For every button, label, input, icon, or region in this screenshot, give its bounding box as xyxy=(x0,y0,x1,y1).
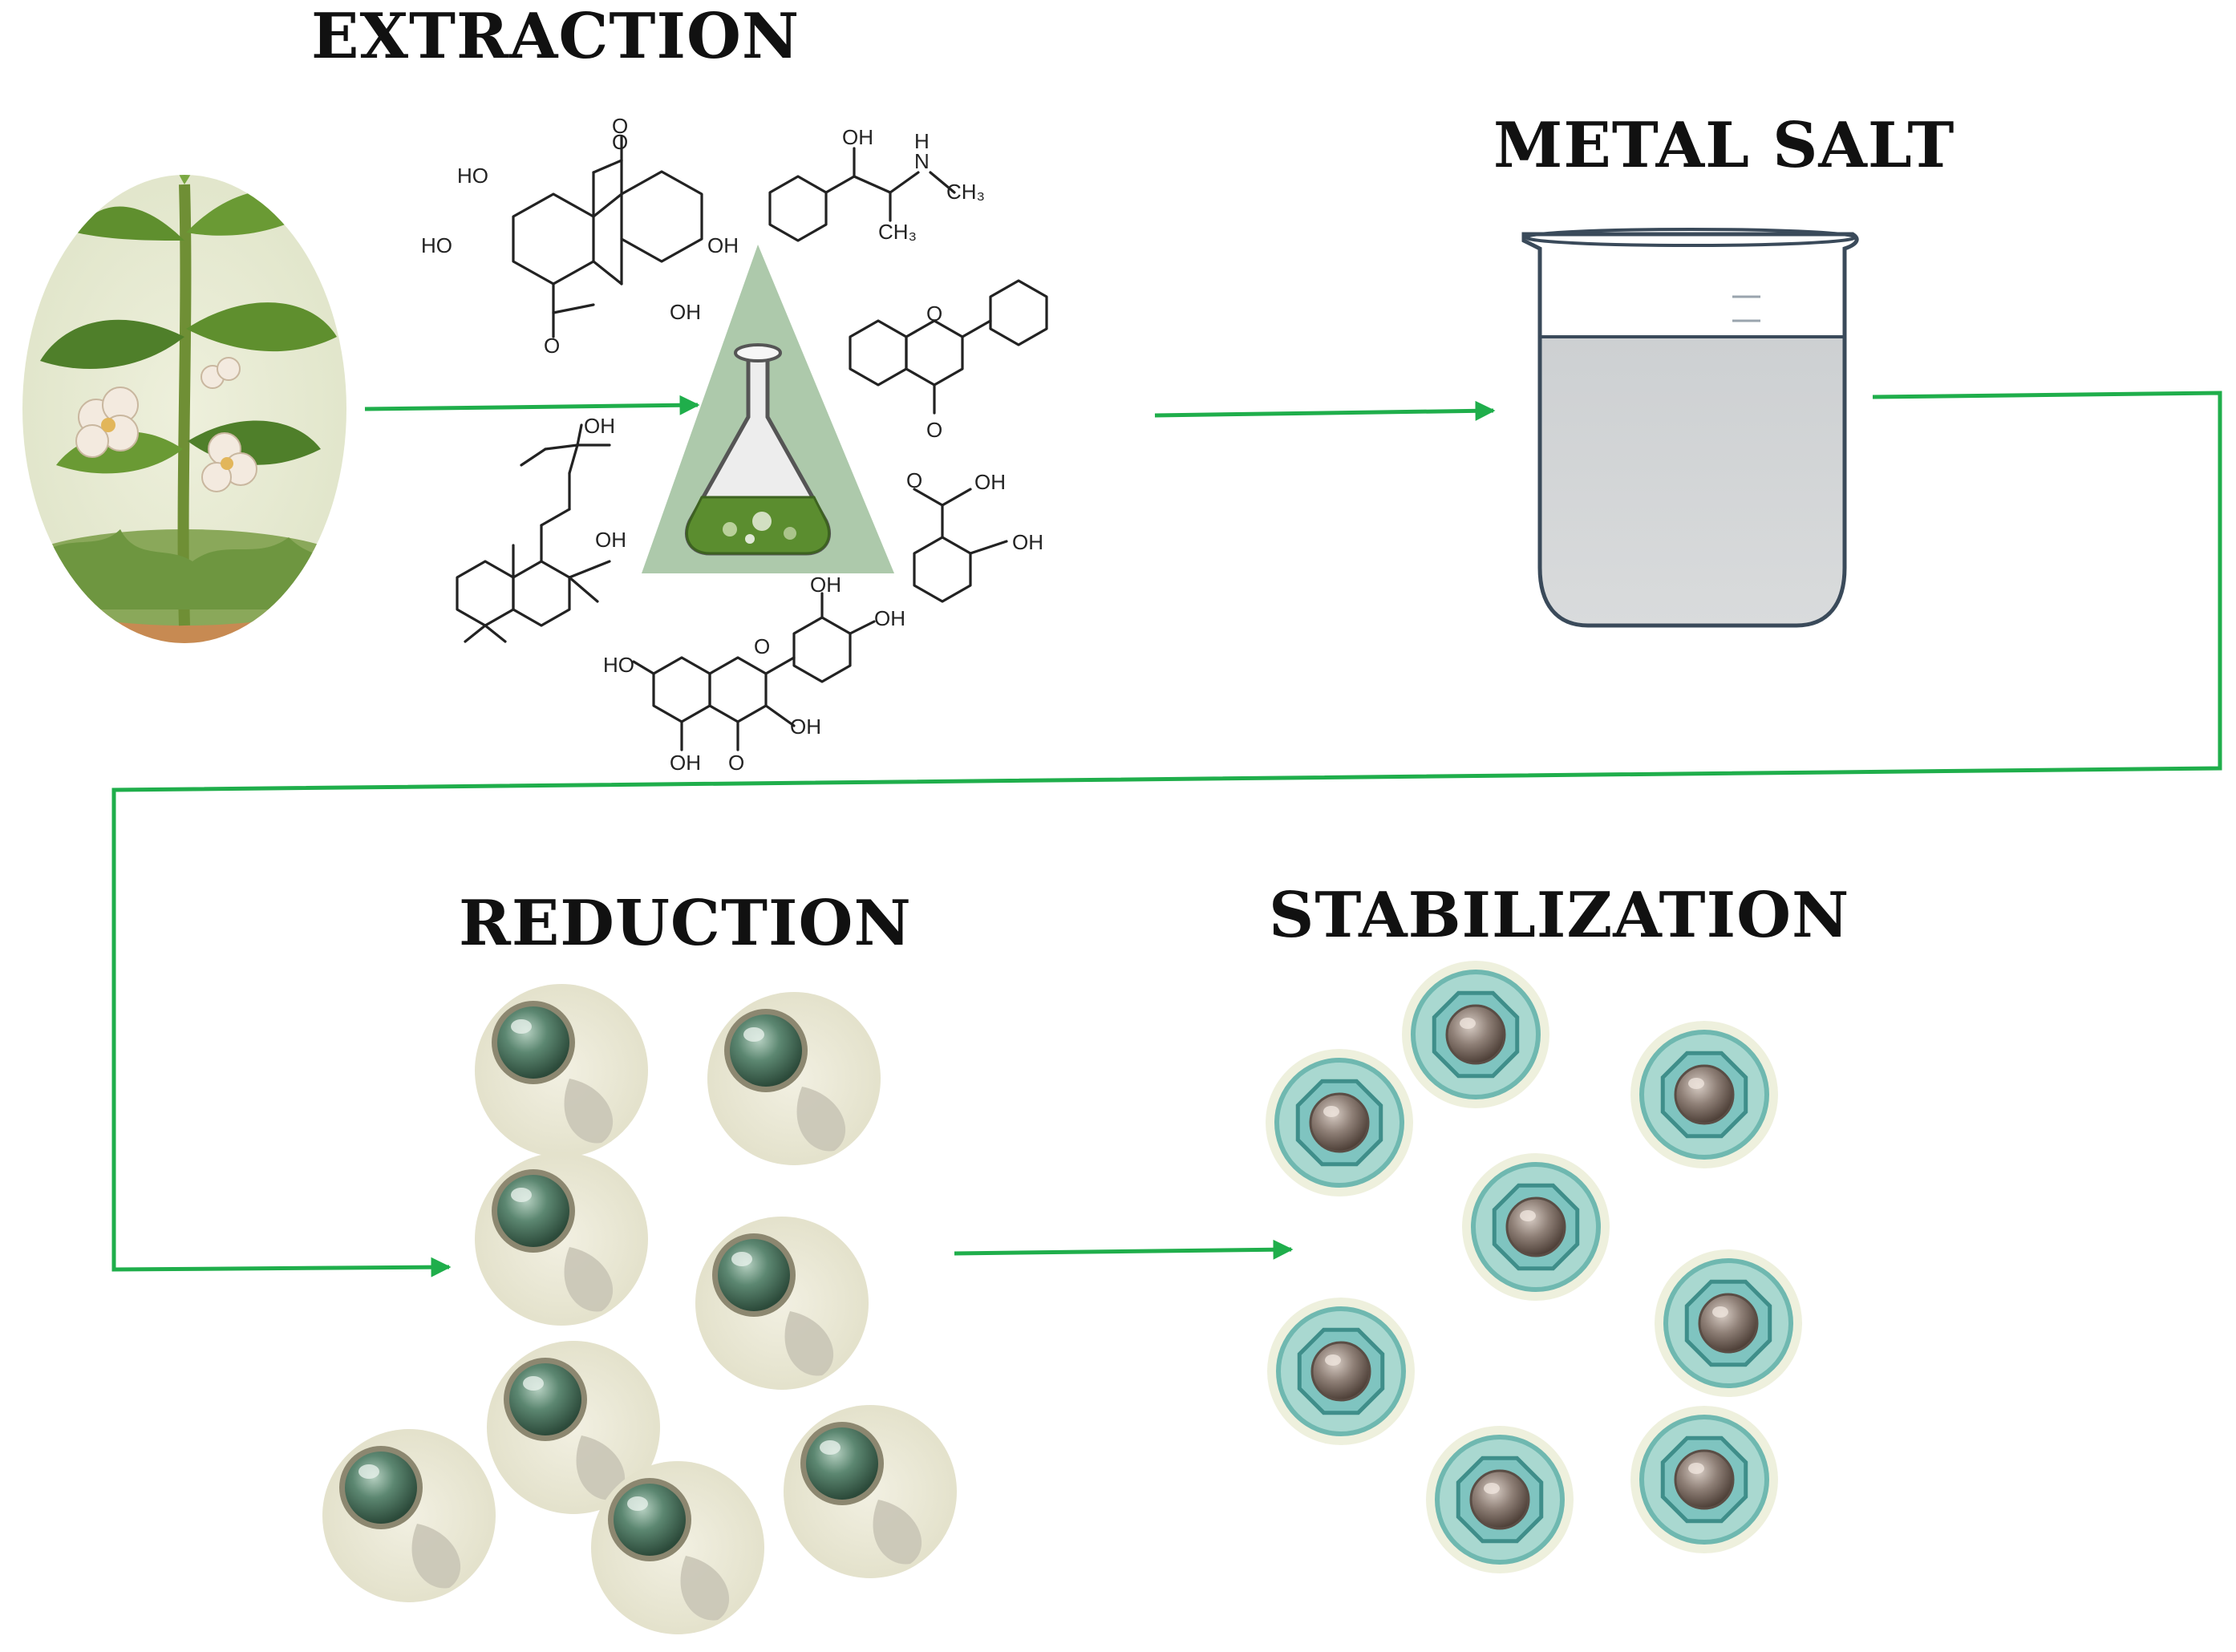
sclareol-oh-2: OH xyxy=(595,528,626,552)
quercetin-structure xyxy=(632,592,876,751)
nanoparticle-icon xyxy=(707,992,881,1165)
nanoparticle-icon xyxy=(475,1152,648,1326)
plant-illustration xyxy=(22,175,346,643)
flavone-o-2: O xyxy=(926,418,942,442)
stabilized-nanoparticle-icon xyxy=(1266,1049,1413,1196)
ephedrine-ch3-1: CH₃ xyxy=(946,180,985,204)
stabilized-nanoparticle-icon xyxy=(1462,1153,1610,1301)
heading-metal-salt: METAL SALT xyxy=(1493,109,1954,182)
beaker-icon xyxy=(1521,228,1859,628)
heading-extraction: EXTRACTION xyxy=(311,0,800,73)
ellagic-oh-1: HO xyxy=(457,164,488,188)
nanoparticle-icon xyxy=(784,1405,957,1578)
quercetin-o-2: O xyxy=(754,634,770,658)
nanoparticle-icon xyxy=(591,1461,764,1634)
heading-stabilization: STABILIZATION xyxy=(1269,879,1849,952)
ellagic-o-1: O xyxy=(612,130,628,154)
quercetin-oh-5: OH xyxy=(670,751,701,775)
ephedrine-ch3-2: CH₃ xyxy=(878,220,917,244)
sclareol-oh-1: OH xyxy=(584,414,615,438)
quercetin-oh-2: OH xyxy=(810,573,841,597)
sclareol-structure xyxy=(456,423,611,643)
arrow-salt-to-reduction xyxy=(111,391,2222,1277)
quercetin-o-1: O xyxy=(728,751,744,775)
quercetin-oh-1: HO xyxy=(603,653,634,677)
nanoparticle-icon xyxy=(695,1217,869,1390)
ephedrine-structure xyxy=(768,147,956,242)
ephedrine-h: H xyxy=(914,129,930,153)
nanoparticle-icon xyxy=(475,984,648,1157)
stabilized-nanoparticle-icon xyxy=(1267,1298,1415,1445)
arrow-reduction-to-stabilization xyxy=(954,1239,1294,1260)
ellagic-o-3: O xyxy=(544,334,560,358)
salicylic-oh-1: OH xyxy=(974,470,1006,494)
salicylic-oh-2: OH xyxy=(1012,530,1043,554)
ephedrine-n: N xyxy=(914,149,930,173)
heading-reduction: REDUCTION xyxy=(459,887,912,960)
salicylic-acid-structure xyxy=(913,488,1008,603)
arrow-extraction-to-salt xyxy=(1154,400,1496,421)
quercetin-oh-4: OH xyxy=(790,715,821,739)
stabilized-particles xyxy=(1266,961,1802,1573)
stabilized-nanoparticle-icon xyxy=(1402,961,1549,1108)
ellagic-oh-2: HO xyxy=(421,233,452,257)
stabilized-nanoparticle-icon xyxy=(1630,1406,1778,1553)
ephedrine-oh: OH xyxy=(842,125,873,149)
stabilized-nanoparticle-icon xyxy=(1426,1426,1574,1573)
flavone-o-1: O xyxy=(926,302,942,326)
nanoparticle-icon xyxy=(487,1341,660,1514)
arrow-plant-to-flask xyxy=(364,395,700,415)
stabilized-nanoparticle-icon xyxy=(1630,1021,1778,1168)
flask-icon xyxy=(642,245,894,573)
ellagic-oh-3: OH xyxy=(707,233,739,257)
flavone-structure xyxy=(849,279,1048,415)
ellagic-o-2: O xyxy=(612,114,628,138)
reduction-particles xyxy=(322,984,957,1634)
nanoparticle-icon xyxy=(322,1429,496,1602)
ellagic-acid-structure xyxy=(512,135,703,338)
ellagic-oh-4: OH xyxy=(670,300,701,324)
stabilized-nanoparticle-icon xyxy=(1655,1249,1802,1397)
salicylic-o: O xyxy=(906,468,922,492)
quercetin-oh-3: OH xyxy=(874,606,905,630)
